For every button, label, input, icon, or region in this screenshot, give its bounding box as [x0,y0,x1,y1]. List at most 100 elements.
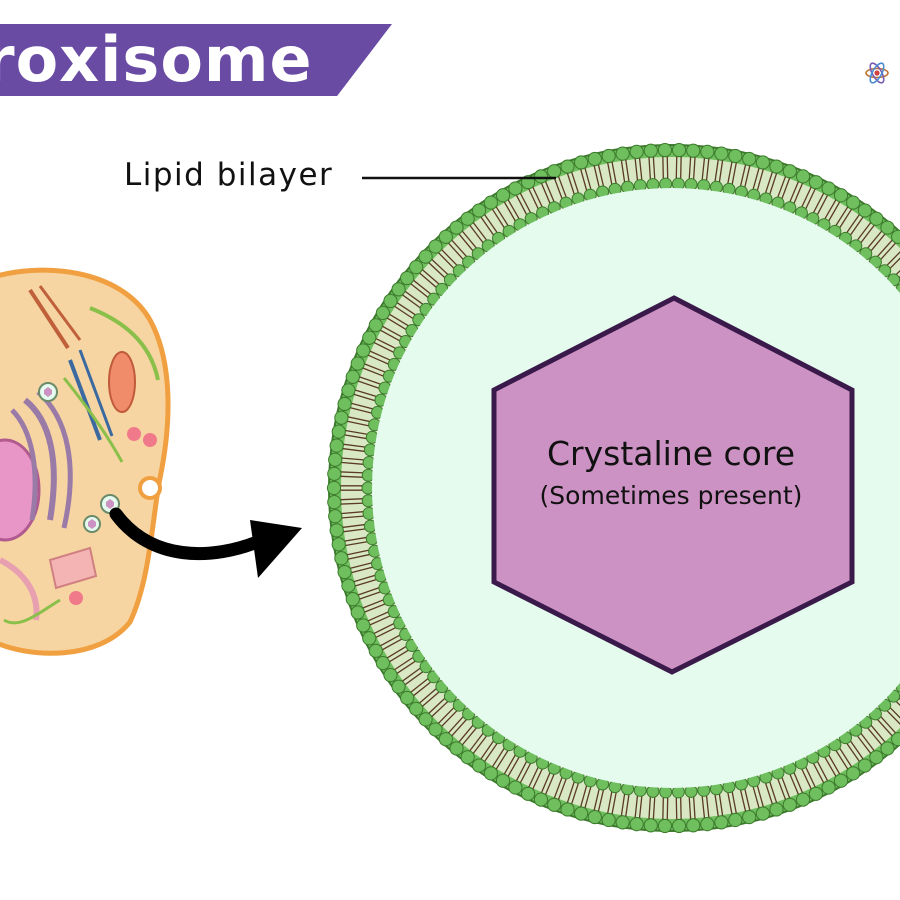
lipid-tail [666,154,669,181]
lipid-tail [339,515,366,519]
lipid-tail [679,795,682,822]
lipid-head [728,148,743,164]
lipid-tail [362,602,387,614]
lipid-head [742,151,757,167]
lipid-tail [357,590,383,601]
lipid-head [356,618,371,633]
lipid-head [326,480,342,496]
lipid-head [846,195,861,210]
lipid-tail [467,731,485,754]
lipid-tail [449,237,469,259]
lipid-tail [823,755,838,779]
lipid-tail [726,790,734,817]
lipid-head [643,818,658,833]
lipid-tail [894,699,900,707]
lipid-tail [506,755,521,779]
lipid-head [821,181,836,196]
lipid-head [350,605,365,620]
lipid-tail [502,199,517,223]
lipid-tail [351,392,377,402]
lipid-tail [408,281,430,299]
lipid-tail [367,614,392,627]
lipid-head [341,578,356,593]
lipid-tail [579,783,588,810]
lipid-head [337,396,352,412]
lipid-head [520,786,536,801]
lipid-tail [800,767,813,792]
lipid-tail [417,687,438,706]
lipid-tail [788,772,801,798]
lipid-tail [662,795,665,822]
lipid-head [508,780,523,795]
lipid-tail [518,190,532,215]
lipid-head [891,229,900,244]
lipid-tail [888,706,900,719]
lipid-head [449,741,464,756]
lipid-tail [384,316,408,331]
lipid-tail [756,783,765,810]
lipid-tail [449,717,469,739]
lipid-tail [338,461,365,466]
lipid-tail [752,165,761,191]
lipid-head [601,148,616,164]
lipid-head [755,806,770,821]
lipid-head [615,815,630,830]
lipid-tail [583,165,592,191]
lipid-tail [552,775,564,801]
lipid-tail [583,785,592,811]
lipid-tail [340,447,367,453]
lipid-head [714,815,729,830]
lipid-tail [490,206,506,230]
lipid-tail [739,162,747,188]
lipid-head [700,817,715,832]
lipid-head [334,551,349,566]
lipid-tail [743,163,752,189]
lipid-tail [348,402,375,410]
lipid-tail [743,787,752,813]
lipid-tail [426,696,447,716]
lipid-tail [838,206,854,230]
lipid-head [629,817,644,832]
lipid-tail [531,767,544,792]
lipid-tail [566,780,576,806]
lipid-head [686,143,701,158]
lipid-tail [620,157,626,184]
lipid-tail [338,498,365,501]
lipid-head [587,151,602,167]
lipid-tail [351,574,377,584]
lipid-tail [518,761,532,786]
lipid-head [345,592,360,607]
lipid-head [700,144,715,159]
lipid-tail [879,240,898,262]
lipid-tail [456,231,475,253]
lipid-tail [380,324,404,339]
lipid-tail [652,154,656,181]
lipid-tail [701,155,706,182]
lipid-head [391,679,406,694]
lipid-tail [360,366,386,378]
lipid-tail [804,186,817,211]
lipid-tail [340,443,367,448]
lipid-tail [714,157,720,184]
lipid-tail [764,169,774,195]
lipid-head [400,270,415,286]
lipid-tail [402,289,425,306]
lipid-tail [365,610,390,623]
lipid-tail [408,677,430,695]
lipid-tail [827,753,842,777]
lipid-tail [849,739,865,762]
lipid-tail [606,790,613,816]
lipid-head [471,203,487,218]
lipid-tail [402,670,425,687]
core-subtitle-label: (Sometimes present) [540,481,803,510]
lipid-head [356,343,371,358]
lipid-tail [338,510,365,515]
lipid-head [383,293,398,309]
lipid-head [601,812,616,828]
lipid-tail [875,237,895,259]
lipid-tail [675,795,678,822]
lipid-tail [514,759,528,784]
lipid-head [782,797,797,812]
lipid-tail [804,765,817,790]
lipid-tail [718,792,724,819]
